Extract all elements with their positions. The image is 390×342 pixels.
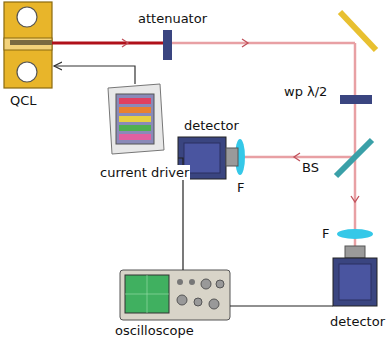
direction-arrow: [242, 39, 248, 47]
laser-beam: [240, 156, 355, 159]
waveplate: [340, 95, 372, 104]
component-label: current driver: [99, 165, 190, 180]
drive-cable: [54, 66, 135, 84]
component-label: F: [236, 180, 245, 195]
component-label: BS: [301, 160, 320, 175]
component-label: F: [321, 226, 330, 241]
direction-arrow: [351, 196, 359, 202]
lens: [337, 229, 373, 239]
laser-beam: [52, 42, 164, 45]
beam-splitter: [336, 140, 372, 176]
component-label: oscilloscope: [114, 323, 195, 338]
mirror: [340, 12, 376, 50]
signal-cable: [230, 305, 333, 306]
component-label: detector: [183, 118, 240, 133]
component-label: wp λ/2: [283, 84, 328, 99]
qcl-mount: [4, 2, 52, 88]
component-label: QCL: [9, 93, 38, 108]
laser-beam: [354, 43, 357, 232]
direction-arrow: [122, 39, 128, 47]
detector-device: [333, 246, 377, 306]
oscilloscope-icon: [120, 270, 230, 320]
attenuator-plate: [163, 30, 172, 60]
current-driver-icon: [108, 84, 164, 154]
component-label: detector: [329, 314, 386, 329]
component-label: attenuator: [137, 11, 208, 26]
laser-beam: [172, 42, 355, 45]
direction-arrow: [294, 153, 300, 161]
